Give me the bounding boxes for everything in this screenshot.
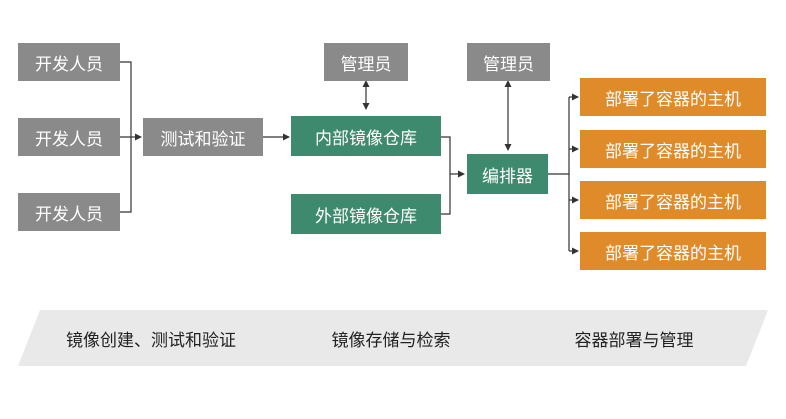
test-verify-box: 测试和验证	[143, 118, 263, 156]
external-registry-box: 外部镜像仓库	[291, 194, 441, 234]
stage-label: 容器部署与管理	[574, 330, 694, 351]
container-host-box: 部署了容器的主机	[580, 78, 766, 116]
orchestrator-admin-box: 管理员	[467, 43, 550, 81]
stage-label: 镜像存储与检索	[331, 330, 451, 351]
container-host-box: 部署了容器的主机	[580, 130, 766, 168]
stage-label: 镜像创建、测试和验证	[66, 330, 236, 351]
developer-box: 开发人员	[18, 193, 120, 231]
registry-admin-box: 管理员	[324, 43, 408, 81]
stage-band-build: 镜像创建、测试和验证	[18, 310, 284, 366]
developer-bracket-line	[120, 61, 132, 213]
stage-band-storage: 镜像存储与检索	[258, 310, 524, 366]
container-host-box: 部署了容器的主机	[580, 181, 766, 219]
orchestrator-box: 编排器	[467, 154, 548, 194]
stage-band-deploy: 容器部署与管理	[500, 310, 768, 366]
developer-box: 开发人员	[18, 118, 120, 156]
container-host-box: 部署了容器的主机	[580, 232, 766, 270]
internal-registry-box: 内部镜像仓库	[291, 116, 441, 156]
registry-bracket-line	[441, 136, 451, 215]
developer-box: 开发人员	[18, 43, 120, 81]
